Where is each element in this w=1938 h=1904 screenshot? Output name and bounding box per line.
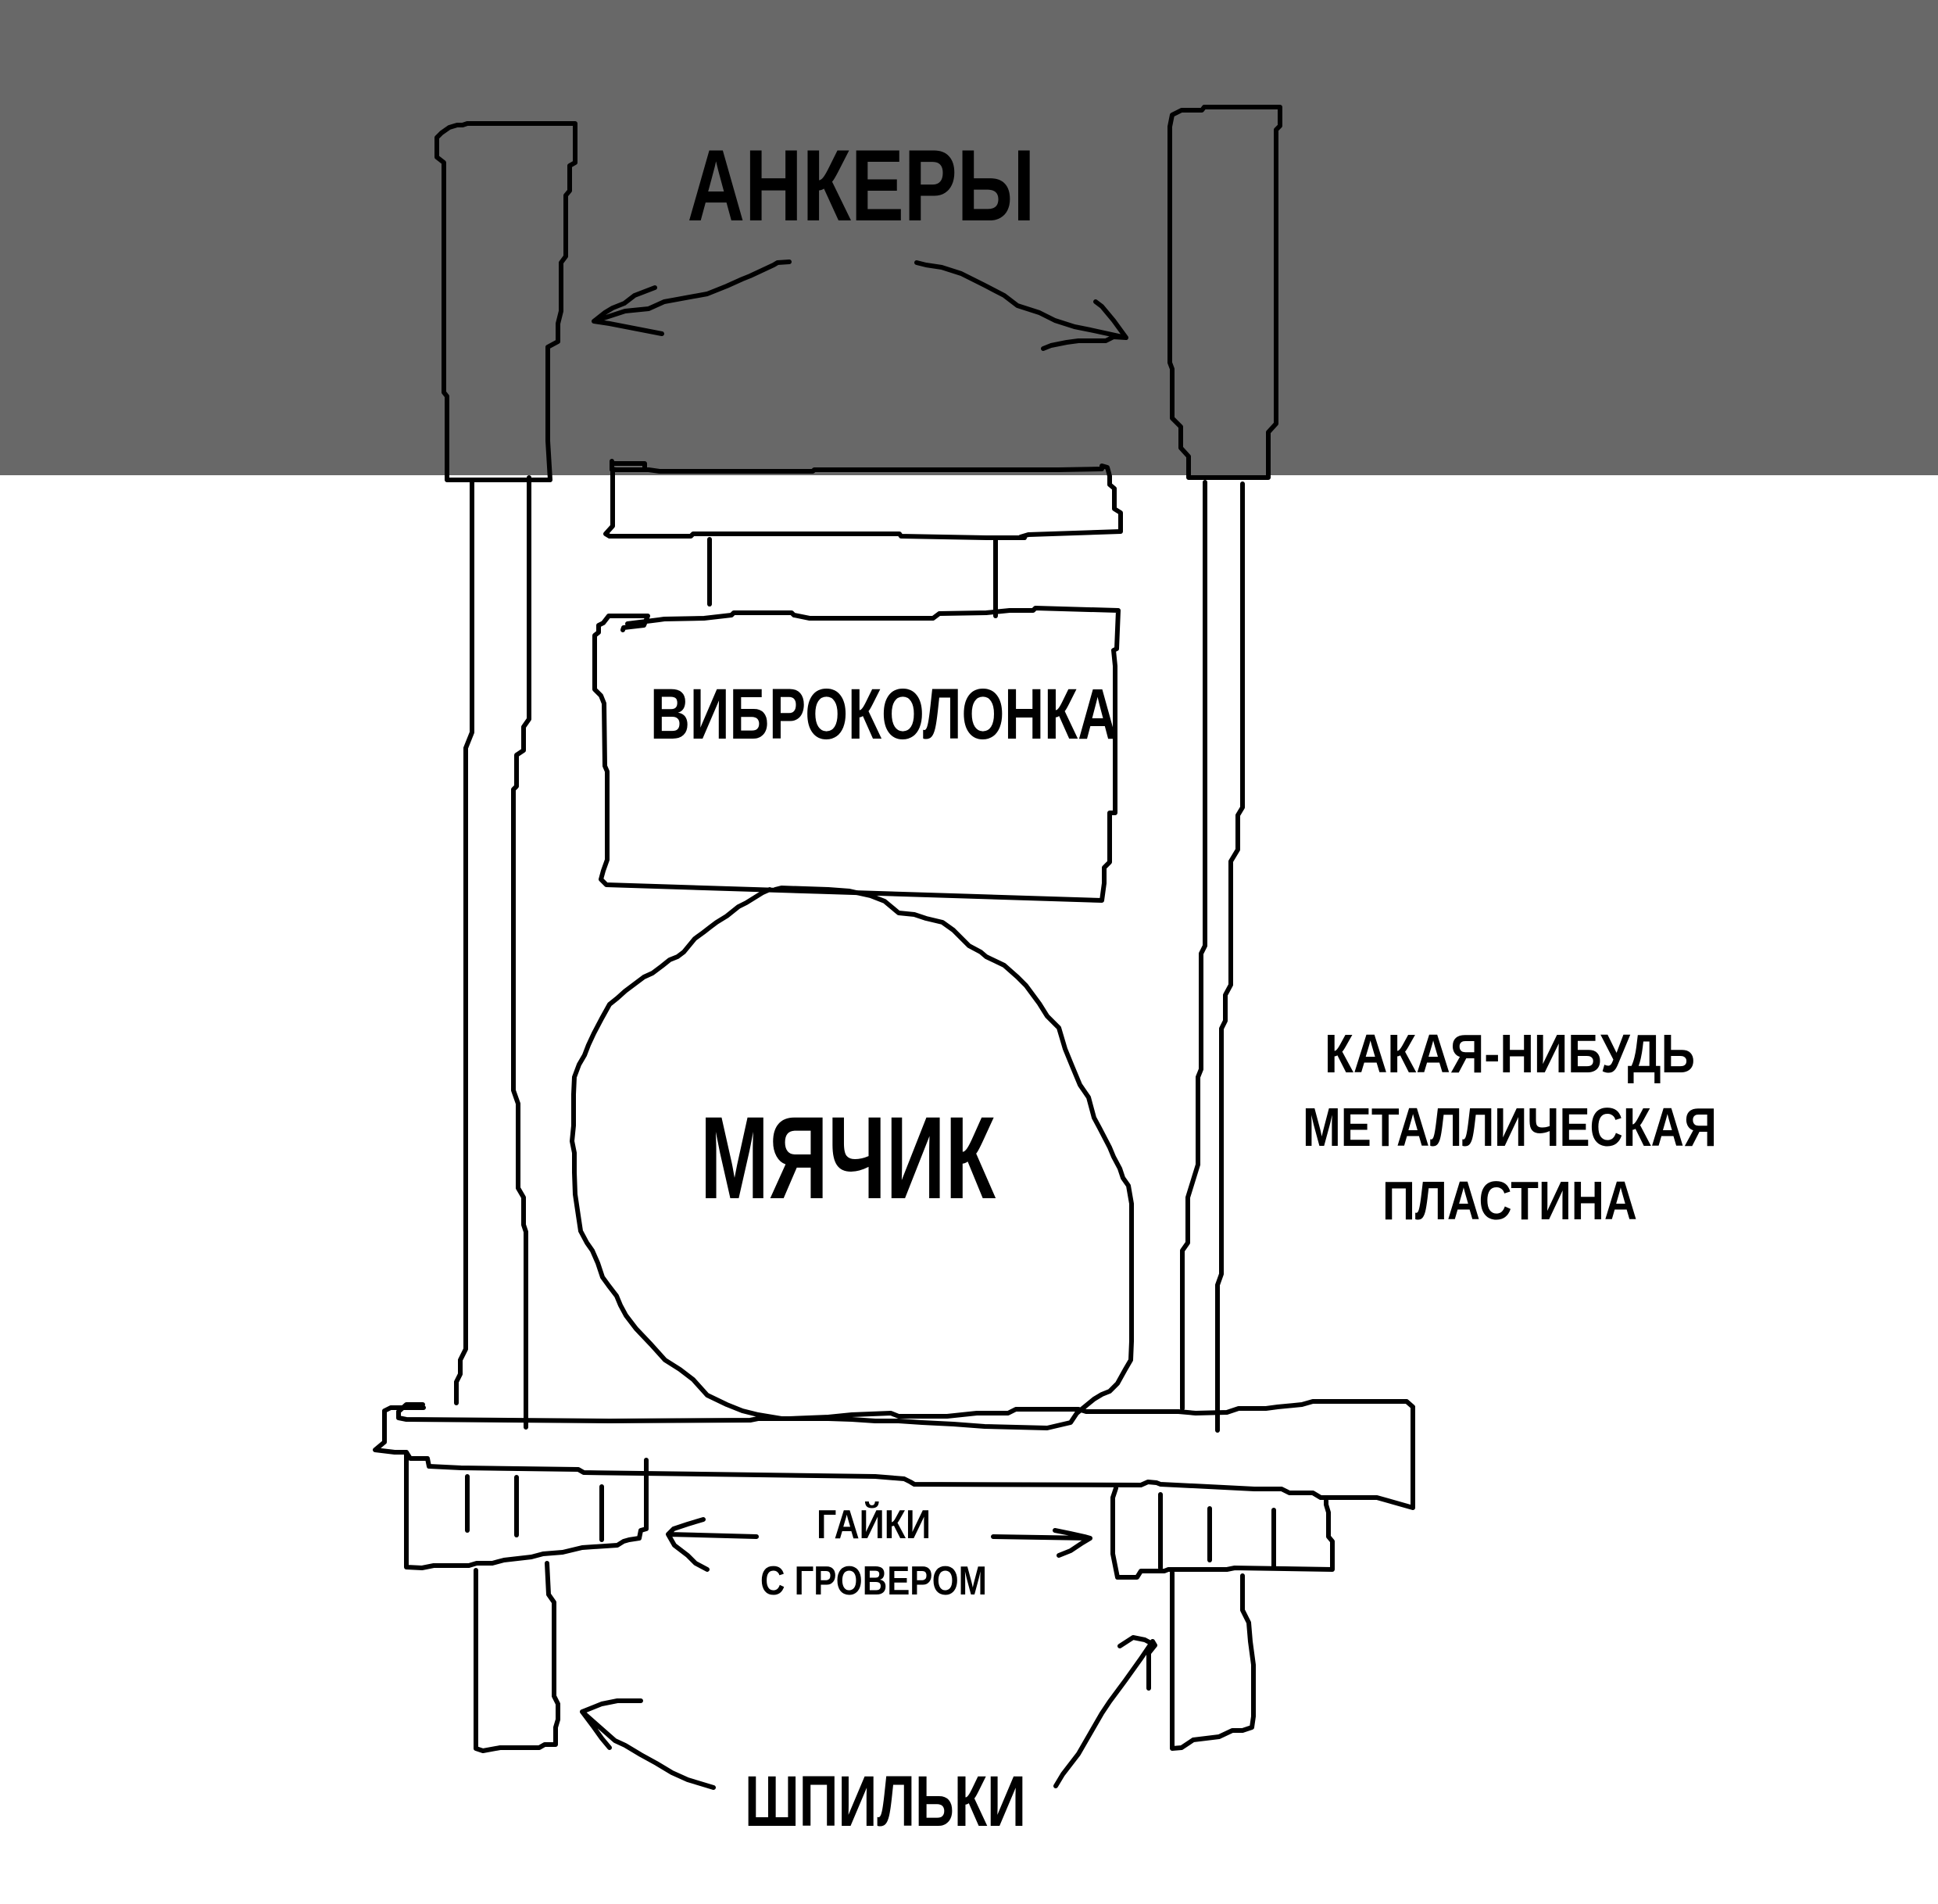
- anchor-arrow-right: [914, 260, 1128, 351]
- right-stud: [1170, 1570, 1256, 1751]
- studs-label: ШПИЛЬКИ: [745, 1762, 1026, 1841]
- anchors-label: АНКЕРЫ: [688, 128, 1035, 242]
- nuts-label-line1: ГАЙКИ: [817, 1501, 931, 1548]
- metal-plate-label-line1: КАКАЯ-НИБУДЬ: [1325, 1023, 1695, 1084]
- left-rod-outer: [454, 478, 474, 1405]
- stud-arrow-right: [1053, 1635, 1157, 1788]
- anchor-arrow-left: [592, 259, 792, 336]
- left-rod-inner: [511, 475, 531, 1430]
- vibro-column-label: ВИБРОКОЛОНКА: [650, 675, 1117, 754]
- left-nut: [404, 1450, 649, 1570]
- nut-arrow-left: [666, 1517, 759, 1572]
- right-rod-outer: [1180, 480, 1207, 1411]
- left-stud: [474, 1561, 560, 1753]
- ceiling-area: [0, 0, 1938, 475]
- right-nut: [1110, 1486, 1335, 1580]
- metal-plate-label-line3: ПЛАСТИНА: [1382, 1170, 1637, 1231]
- left-anchor: [434, 121, 577, 482]
- metal-plate: [373, 1399, 1415, 1510]
- stud-arrow-left: [580, 1698, 716, 1790]
- right-anchor: [1167, 105, 1282, 480]
- nuts-label-line2: С ГРОВЕРОМ: [760, 1559, 987, 1604]
- ball-label: МЯЧИК: [700, 1092, 996, 1223]
- metal-plate-label-line2: МЕТАЛЛИЧЕСКАЯ: [1303, 1097, 1717, 1158]
- vibro-column-body: [592, 606, 1121, 903]
- right-rod-inner: [1215, 481, 1245, 1433]
- nut-arrow-right: [991, 1528, 1092, 1558]
- top-bracket: [603, 459, 1123, 540]
